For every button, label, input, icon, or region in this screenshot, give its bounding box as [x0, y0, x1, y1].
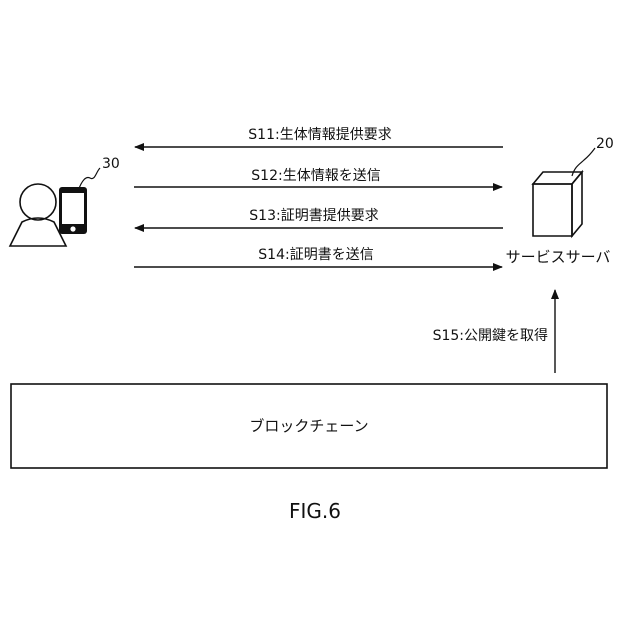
smartphone-icon: [59, 187, 87, 234]
message-label-s15: S15:公開鍵を取得: [433, 327, 548, 344]
message-label-s12: S12:生体情報を送信: [251, 168, 380, 184]
message-label-s14: S14:証明書を送信: [258, 247, 373, 263]
server-ref-label: 20: [596, 136, 614, 152]
server-label: サービスサーバ: [506, 248, 611, 266]
user-person-icon: [10, 184, 66, 246]
message-label-s13: S13:証明書提供要求: [249, 208, 378, 224]
server-box-icon: [533, 172, 582, 236]
figure-caption: FIG.6: [289, 499, 341, 523]
message-label-s11: S11:生体情報提供要求: [248, 127, 391, 143]
user-ref-label: 30: [102, 156, 120, 172]
blockchain-label: ブロックチェーン: [249, 417, 368, 435]
